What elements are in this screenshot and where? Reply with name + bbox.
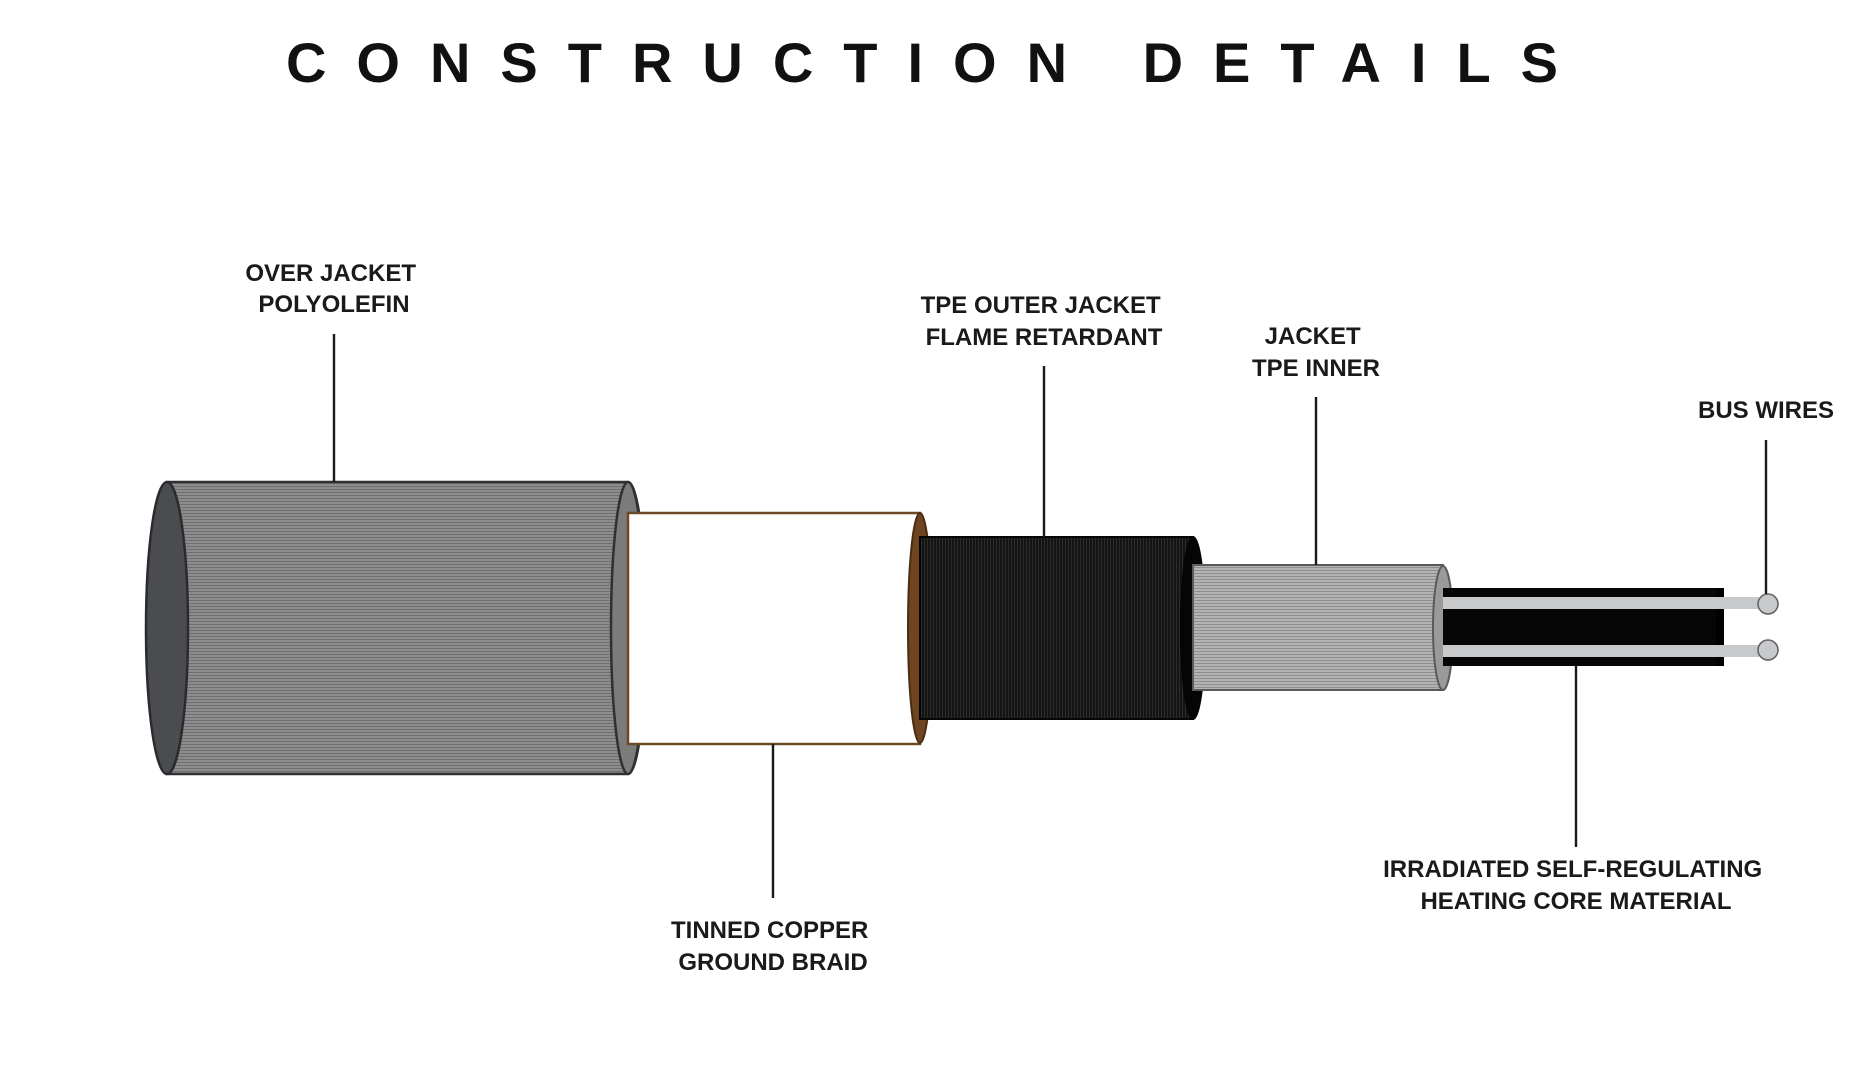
over-jacket-label: OVER JACKET POLYOLEFIN <box>245 260 422 318</box>
heating-core-label-line2: HEATING CORE MATERIAL <box>1420 888 1731 915</box>
bus-wire-bottom-end <box>1757 639 1779 661</box>
outer-jacket-layer <box>919 536 1206 720</box>
over-jacket-label-line2: POLYOLEFIN <box>258 291 409 318</box>
inner-jacket-layer <box>1192 564 1454 691</box>
bus-wires-label: BUS WIRES <box>1698 397 1834 424</box>
ground-braid-layer <box>626 511 933 746</box>
page-title: CONSTRUCTION DETAILS <box>286 31 1588 94</box>
outer-jacket-label-line2: FLAME RETARDANT <box>926 324 1163 351</box>
bus-wire-bottom <box>1443 645 1759 657</box>
over-jacket-layer <box>144 480 648 776</box>
ground-braid-label-line2: GROUND BRAID <box>678 949 867 976</box>
ground-braid-label: TINNED COPPER GROUND BRAID <box>671 917 875 976</box>
outer-jacket-label-line1: TPE OUTER JACKET <box>921 292 1161 319</box>
bus-wires-label-line1: BUS WIRES <box>1698 397 1834 424</box>
inner-jacket-label-line1: JACKET <box>1265 323 1361 350</box>
inner-jacket-label-line2: TPE INNER <box>1252 355 1380 382</box>
inner-jacket-label: JACKET TPE INNER <box>1252 323 1380 382</box>
bus-wire-top-end <box>1757 593 1779 615</box>
over-jacket-label-line1: OVER JACKET <box>245 260 416 287</box>
heating-core-label: IRRADIATED SELF-REGULATING HEATING CORE … <box>1383 856 1769 915</box>
heating-core-label-line1: IRRADIATED SELF-REGULATING <box>1383 856 1762 883</box>
outer-jacket-label: TPE OUTER JACKET FLAME RETARDANT <box>921 292 1168 351</box>
ground-braid-label-line1: TINNED COPPER <box>671 917 868 944</box>
heating-core-layer <box>1443 588 1779 666</box>
over-jacket-end-face <box>144 480 190 776</box>
bus-wire-top <box>1443 597 1759 609</box>
